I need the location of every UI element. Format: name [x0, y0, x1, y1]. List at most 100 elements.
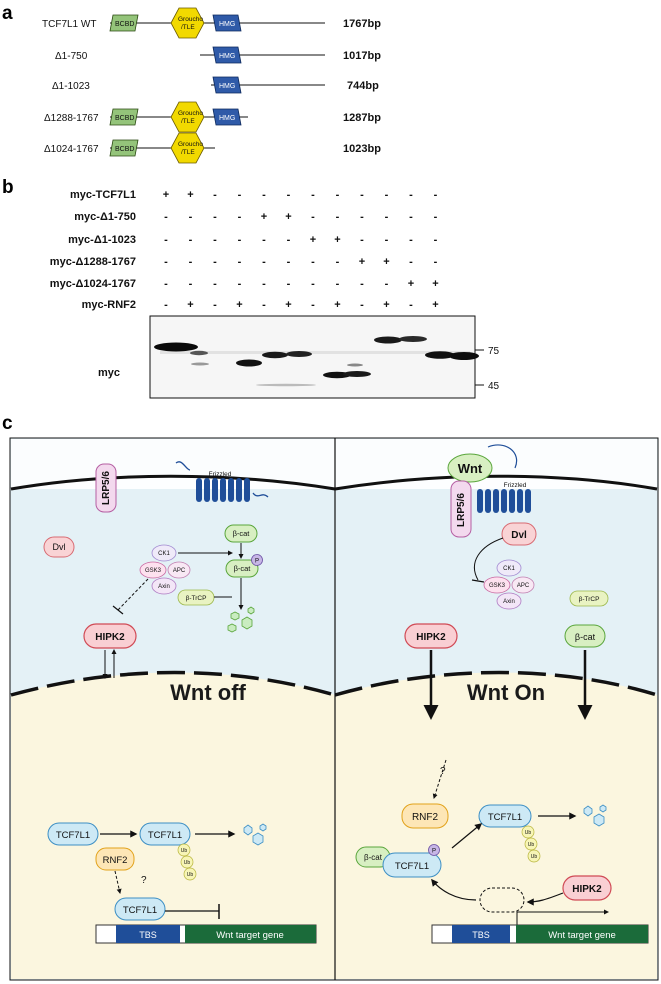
svg-text:LRP5/6: LRP5/6	[456, 493, 467, 527]
frizzled-receptor: Frizzled	[175, 461, 269, 502]
svg-text:Dvl: Dvl	[511, 530, 527, 541]
mark-plus: +	[359, 256, 365, 268]
dna-locus: TBS Wnt target gene	[431, 924, 649, 944]
svg-text:/TLE: /TLE	[181, 118, 195, 125]
svg-text:β-TrCP: β-TrCP	[186, 595, 207, 602]
band-lane-12	[449, 352, 479, 360]
tcf7l1-free: TCF7L1	[47, 822, 99, 846]
mark-minus: -	[238, 211, 242, 223]
mark-minus: -	[434, 234, 438, 246]
mark-plus: +	[334, 299, 340, 311]
mark-plus: +	[334, 234, 340, 246]
marker-75: 75	[488, 346, 500, 357]
panel-c-letter: c	[2, 413, 13, 434]
transfection-marks: ++--------------++------------++--------…	[163, 189, 439, 311]
lrp5-6-receptor: LRP5/6	[450, 480, 472, 538]
svg-text:P: P	[432, 849, 436, 855]
mark-minus: -	[164, 256, 168, 268]
mark-minus: -	[360, 211, 364, 223]
construct-label: Δ1-750	[55, 51, 88, 62]
svg-text:Groucho: Groucho	[178, 110, 203, 117]
svg-text:/TLE: /TLE	[181, 149, 195, 156]
svg-text:RNF2: RNF2	[103, 855, 128, 866]
row-label: myc-RNF2	[82, 299, 136, 311]
mark-minus: -	[213, 189, 217, 201]
mark-minus: -	[164, 299, 168, 311]
western-blot	[149, 315, 479, 399]
mark-minus: -	[311, 299, 315, 311]
svg-text:β-cat: β-cat	[234, 564, 252, 573]
svg-text:β-cat: β-cat	[575, 632, 596, 642]
mark-plus: +	[408, 278, 414, 290]
frizzled-helix	[525, 489, 531, 513]
frizzled-helix	[228, 478, 234, 502]
frizzled-helix	[204, 478, 210, 502]
mark-plus: +	[285, 211, 291, 223]
beta-trcp: β-TrCP	[177, 589, 215, 606]
frizzled-helix	[477, 489, 483, 513]
frizzled-helix	[196, 478, 202, 502]
proteasome-fragments	[243, 823, 267, 846]
svg-text:Ub: Ub	[184, 860, 191, 866]
mark-plus: +	[432, 299, 438, 311]
rnf2-protein: RNF2	[401, 803, 449, 829]
svg-text:Ub: Ub	[187, 872, 194, 878]
mark-minus: -	[287, 234, 291, 246]
frizzled-receptor: Frizzled	[477, 482, 531, 513]
mark-minus: -	[311, 189, 315, 201]
mark-minus: -	[262, 299, 266, 311]
mark-plus: +	[310, 234, 316, 246]
empty-site	[479, 887, 525, 913]
construct-d1-750: Δ1-750 HMG 1017bp	[55, 46, 381, 64]
tcf7l1-ubiquitinated: TCF7L1 Ub Ub Ub	[139, 822, 197, 881]
svg-text:TCF7L1: TCF7L1	[123, 905, 157, 916]
tcf7l1-beta-catenin-complex: β-cat TCF7L1 P	[355, 844, 442, 878]
wnt-ligand: Wnt	[447, 444, 518, 483]
band-lane-2	[190, 350, 208, 356]
svg-text:TBS: TBS	[472, 930, 490, 940]
tcf7l1-ubiquitinated: TCF7L1 Ub Ub Ub	[478, 804, 541, 863]
mark-minus: -	[336, 256, 340, 268]
svg-text:LRP5/6: LRP5/6	[101, 471, 112, 505]
destruction-complex: CK1 GSK3 APC Axin	[483, 559, 535, 610]
phospho-beta-catenin: β-cat P	[225, 554, 263, 578]
construct-label: TCF7L1 WT	[42, 19, 96, 30]
mark-plus: +	[187, 299, 193, 311]
construct-label: Δ1-1023	[52, 81, 90, 92]
svg-text:HIPK2: HIPK2	[416, 632, 446, 643]
svg-text:Wnt target gene: Wnt target gene	[216, 930, 284, 941]
svg-text:Axin: Axin	[503, 599, 515, 605]
mark-plus: +	[383, 256, 389, 268]
bcbd-domain: BCBD	[109, 14, 139, 32]
beta-catenin: β-cat	[224, 524, 258, 543]
band-lane-9	[374, 336, 402, 344]
mark-plus: +	[261, 211, 267, 223]
svg-text:TCF7L1: TCF7L1	[56, 830, 90, 841]
mark-minus: -	[360, 189, 364, 201]
svg-text:HMG: HMG	[219, 53, 235, 60]
svg-text:CK1: CK1	[158, 551, 170, 557]
hmg-domain: HMG	[212, 14, 242, 32]
hmg-domain: HMG	[212, 76, 242, 94]
band-lane-10	[399, 336, 427, 342]
construct-label: Δ1288-1767	[44, 113, 99, 124]
bcbd-domain: BCBD	[109, 139, 139, 157]
dvl-protein: Dvl	[43, 536, 75, 558]
wnt-on-panel: Wnt LRP5/6 Frizzled Dvl CK1 GSK3 APC Axi…	[355, 444, 649, 944]
bcbd-domain: BCBD	[109, 108, 139, 126]
mark-minus: -	[164, 278, 168, 290]
hmg-domain: HMG	[212, 46, 242, 64]
mark-minus: -	[287, 256, 291, 268]
mark-minus: -	[360, 299, 364, 311]
mark-minus: -	[189, 234, 193, 246]
blot-label: myc	[98, 367, 120, 379]
mark-minus: -	[434, 211, 438, 223]
row-label: myc-Δ1288-1767	[50, 256, 136, 268]
mark-minus: -	[213, 278, 217, 290]
svg-text:Groucho: Groucho	[178, 16, 203, 23]
mark-minus: -	[385, 189, 389, 201]
band-lane-8	[343, 371, 371, 377]
mark-minus: -	[311, 278, 315, 290]
mark-minus: -	[434, 256, 438, 268]
